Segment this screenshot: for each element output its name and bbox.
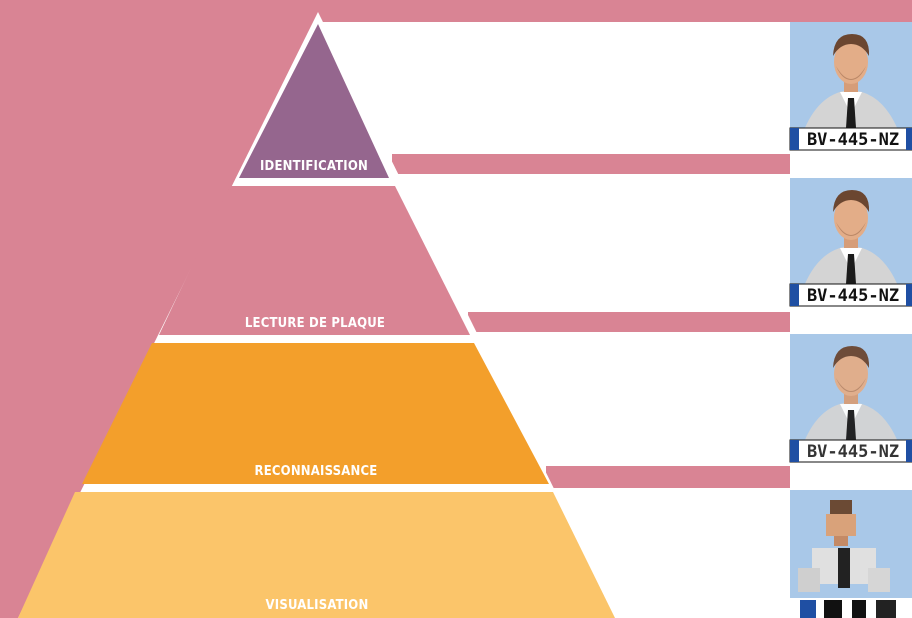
pixel-block [798, 568, 820, 592]
pyramid-tier-reconnaissance [82, 343, 549, 484]
plate-region-band [906, 284, 912, 306]
hair [833, 34, 870, 56]
portrait-person [804, 34, 898, 134]
example-photo-3: BV-445-NZ [789, 334, 912, 463]
tier-label-lecture-de-plaque: LECTURE DE PLAQUE [245, 316, 385, 331]
pixel-block [838, 548, 850, 588]
pixel-block [852, 600, 866, 618]
tie [846, 98, 856, 134]
license-plate: BV-445-NZ [789, 127, 912, 151]
tier-label-reconnaissance: RECONNAISSANCE [255, 464, 378, 479]
example-photo-4 [790, 490, 912, 618]
pixel-block [800, 600, 816, 618]
plate-number: BV-445-NZ [807, 442, 899, 462]
portrait-person [804, 190, 898, 290]
connector-bar-lecture [468, 312, 790, 332]
connector-bar-identification [392, 154, 790, 174]
pixel-block [826, 514, 856, 536]
pixel-block [824, 600, 842, 618]
tier-label-visualisation: VISUALISATION [266, 598, 369, 613]
face [834, 196, 868, 240]
pyramid-tier-lecture-de-plaque [159, 186, 470, 335]
tie [846, 254, 856, 290]
license-plate: BV-445-NZ [789, 439, 912, 463]
plate-region-band [906, 128, 912, 150]
connector-bar-reconnaissance [546, 466, 790, 488]
pixel-block [830, 500, 852, 514]
pixel-block [834, 536, 848, 546]
beard [836, 66, 866, 80]
face [834, 352, 868, 396]
hair [833, 190, 870, 212]
beard [836, 222, 866, 236]
tie [846, 410, 856, 446]
plate-eu-band [790, 128, 799, 150]
plate-number: BV-445-NZ [807, 130, 899, 150]
plate-eu-band [790, 440, 799, 462]
beard [836, 378, 866, 392]
pixel-block [868, 568, 890, 592]
license-plate: BV-445-NZ [789, 283, 912, 307]
plate-region-band [906, 440, 912, 462]
plate-number: BV-445-NZ [807, 286, 899, 306]
pixel-block [876, 600, 896, 618]
hair [833, 346, 870, 368]
example-photo-1: BV-445-NZ [789, 22, 912, 151]
tier-label-identification: IDENTIFICATION [260, 159, 368, 174]
pyramid-tier-visualisation [18, 492, 615, 618]
face [834, 40, 868, 84]
portrait-person [804, 346, 898, 446]
example-photo-2: BV-445-NZ [789, 178, 912, 307]
pyramid-tier-identification [239, 24, 389, 178]
plate-eu-band [790, 284, 799, 306]
